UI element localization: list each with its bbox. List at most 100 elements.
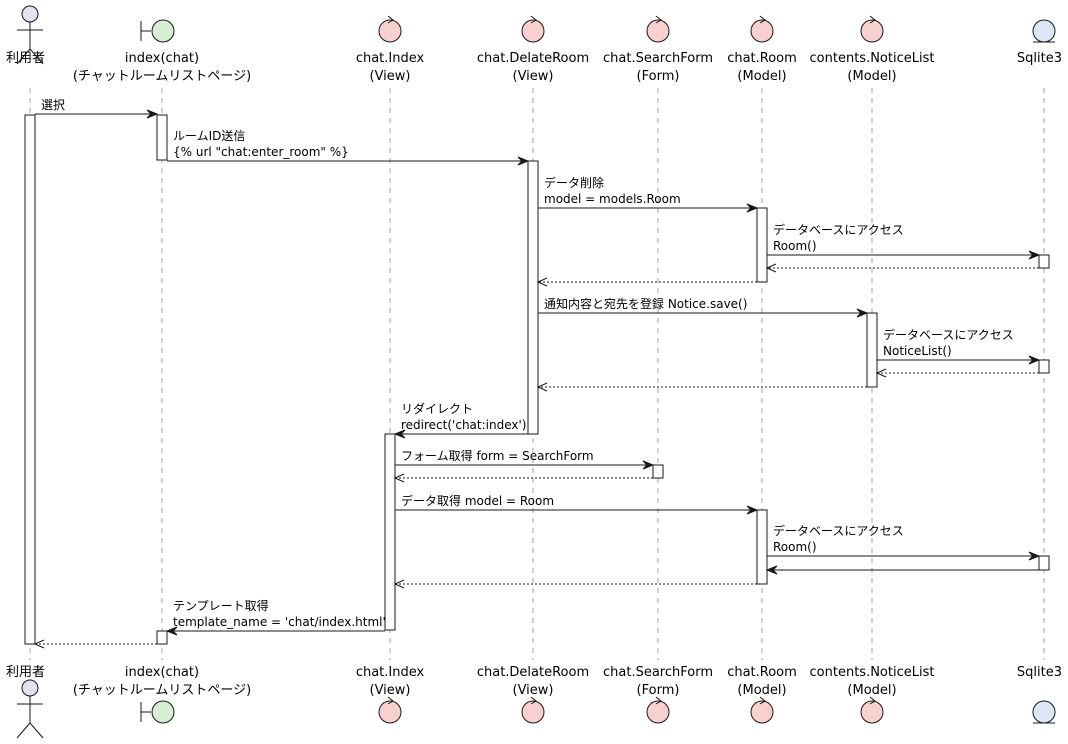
control-icon [860,696,884,724]
participant-label: 利用者 [6,51,45,66]
activation-bar [652,464,664,479]
message-label: データベースにアクセス [773,222,904,237]
activation-bar [1038,254,1050,269]
message-label: redirect('chat:index') [401,418,526,432]
message-label: フォーム取得 form = SearchForm [401,448,594,463]
message-label: データ取得 model = Room [401,493,554,508]
participant-label: contents.NoticeList [810,51,935,66]
entity-icon [1032,19,1056,43]
arrowhead [33,639,45,649]
message-label: 選択 [41,98,65,112]
participant-label: chat.DelateRoom [477,51,589,66]
participant-label: 利用者 [6,665,45,680]
participant-label: (View) [513,683,554,698]
participant-label: (View) [513,69,554,84]
message-index-to-delateRoom: ルームID送信{% url "chat:enter_room" %} [167,128,530,166]
arrowhead [765,263,777,273]
arrowhead [393,579,405,589]
message-searchForm-to-chatIndex [393,473,653,483]
arrowhead [165,626,178,636]
arrowhead [875,368,887,378]
boundary-icon [140,700,175,724]
actor-icon [16,679,44,739]
message-room-to-chatIndex [393,579,757,589]
message-user-to-index: 選択 [35,98,159,119]
participant-label: (Model) [737,683,786,698]
message-sqlite-to-noticeList [875,368,1039,378]
participant-label: chat.SearchForm [603,665,713,680]
arrowhead [1028,250,1041,260]
message-label: 通知内容と宛先を登録 Notice.save() [544,296,747,311]
message-delateRoom-to-chatIndex: リダイレクト redirect('chat:index') [393,401,528,439]
participant-label: chat.Room [727,665,797,680]
message-label: テンプレート取得 [173,598,269,613]
message-label: データベースにアクセス [883,327,1014,342]
control-icon [646,696,670,724]
control-icon [521,15,545,43]
participant-label: (Model) [847,683,896,698]
control-icon [378,696,402,724]
participant-label: (Form) [637,683,680,698]
activation-bar [24,114,36,645]
control-icon [646,15,670,43]
arrowhead [536,277,548,287]
actor-icon [16,5,44,65]
message-delateRoom-to-noticeList: 通知内容と宛先を登録 Notice.save() [538,296,869,318]
message-sqlite-to-room [765,565,1039,575]
arrowhead [746,203,759,213]
arrowhead [536,382,548,392]
participant-label: (チャットルームリストページ) [73,69,251,84]
participant-label: (View) [370,683,411,698]
activation-bar [156,114,168,161]
participant-label: index(chat) [125,665,199,680]
message-label: model = models.Room [544,192,681,206]
arrowhead [1028,551,1041,561]
participant-label: chat.DelateRoom [477,665,589,680]
activation-bar [866,312,878,388]
message-chatIndex-to-room: データ取得 model = Room [395,493,759,515]
message-label: データベースにアクセス [773,523,904,538]
activation-bar [756,509,768,585]
message-label: NoticeList() [883,344,952,358]
message-index-to-user [33,639,157,649]
activation-bar [384,433,396,631]
arrowhead [393,429,406,439]
participant-label: Sqlite3 [1017,51,1062,66]
message-label: template_name = 'chat/index.html' [173,615,386,629]
control-icon [860,15,884,43]
control-icon [378,15,402,43]
arrowhead [746,505,759,515]
message-sqlite-to-room [765,263,1039,273]
participant-label: (チャットルームリストページ) [73,683,251,698]
entity-icon [1032,700,1056,724]
activation-bar [527,160,539,435]
message-label: リダイレクト [401,401,473,416]
message-chatIndex-to-searchForm: フォーム取得 form = SearchForm [395,448,655,470]
arrowhead [393,473,405,483]
message-room-to-delateRoom [536,277,757,287]
boundary-icon [140,19,175,43]
arrowhead [642,460,655,470]
participant-label: chat.Index [356,665,425,680]
control-icon [521,696,545,724]
message-label: ルームID送信 [173,128,245,143]
participant-label: chat.Index [356,51,425,66]
activation-bar [156,630,168,645]
activation-bar [756,207,768,283]
participant-label: (View) [370,69,411,84]
participant-label: chat.Room [727,51,797,66]
participant-label: Sqlite3 [1017,665,1062,680]
participant-label: chat.SearchForm [603,51,713,66]
participant-label: (Model) [847,69,896,84]
control-icon [750,15,774,43]
message-noticeList-to-delateRoom [536,382,867,392]
message-chatIndex-to-index: テンプレート取得 template_name = 'chat/index.html… [165,598,386,636]
arrowhead [1028,355,1041,365]
participant-label: index(chat) [125,51,199,66]
participant-label: (Model) [737,69,786,84]
activation-bar [1038,555,1050,571]
